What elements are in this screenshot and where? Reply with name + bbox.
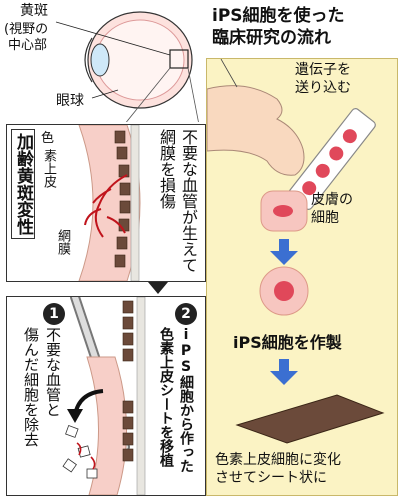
step1-text-col1: 不要な血管と bbox=[44, 327, 62, 417]
macula-sub-2: 中心部 bbox=[8, 38, 48, 53]
step1-text-col2: 傷んだ細胞を除去 bbox=[22, 327, 40, 447]
ips-label: iPS細胞を作製 bbox=[233, 333, 342, 352]
disease-panel: 加齢黄斑変性 色 素上皮 網膜 不要な血管が生えて網膜を損傷 bbox=[6, 124, 206, 282]
treatment-panel: 1 不要な血管と 傷んだ細胞を除去 2 iPS細胞から作った 色素上皮シートを移… bbox=[6, 296, 206, 496]
step2-number: 2 bbox=[175, 303, 197, 325]
eye-section: 黄斑 (視野の 中心部 眼球 bbox=[0, 0, 206, 131]
page-title-line1: iPS細胞を使った bbox=[212, 6, 345, 26]
pigment-label-1: 色 bbox=[41, 131, 55, 146]
macula-label: 黄斑 bbox=[20, 3, 48, 19]
skin-label-2: 細胞 bbox=[311, 210, 339, 226]
step2-text-col1: iPS細胞から作った bbox=[178, 327, 194, 473]
treatment-illustration bbox=[62, 297, 146, 495]
sheet-label-1: 色素上皮細胞に変化 bbox=[215, 452, 341, 468]
sheet-label-2: させてシート状に bbox=[215, 470, 327, 486]
flow-panel: 遺伝子を 送り込む 皮膚の 細胞 iPS細胞を作製 色素上皮細胞に変化 させてシ… bbox=[206, 58, 398, 496]
page-title-line2: 臨床研究の流れ bbox=[212, 28, 331, 48]
step1-number: 1 bbox=[43, 303, 65, 325]
retina-illustration bbox=[78, 125, 141, 281]
disease-description: 不要な血管が生えて網膜を損傷 bbox=[157, 129, 198, 273]
eye-illustration bbox=[55, 11, 201, 131]
macula-sub-1: (視野の bbox=[4, 22, 49, 37]
disease-title: 加齢黄斑変性 bbox=[11, 129, 35, 239]
retina-label: 網膜 bbox=[55, 229, 70, 255]
panel-arrow-down bbox=[148, 282, 168, 294]
gene-label-1: 遺伝子を bbox=[295, 62, 351, 78]
flow-illustration bbox=[207, 59, 385, 444]
gene-label-2: 送り込む bbox=[295, 80, 351, 96]
skin-label-1: 皮膚の bbox=[311, 192, 353, 208]
eyeball-label: 眼球 bbox=[56, 93, 84, 109]
pigment-label-2: 素上皮 bbox=[41, 149, 56, 188]
step2-text-col2: 色素上皮シートを移植 bbox=[158, 327, 174, 467]
